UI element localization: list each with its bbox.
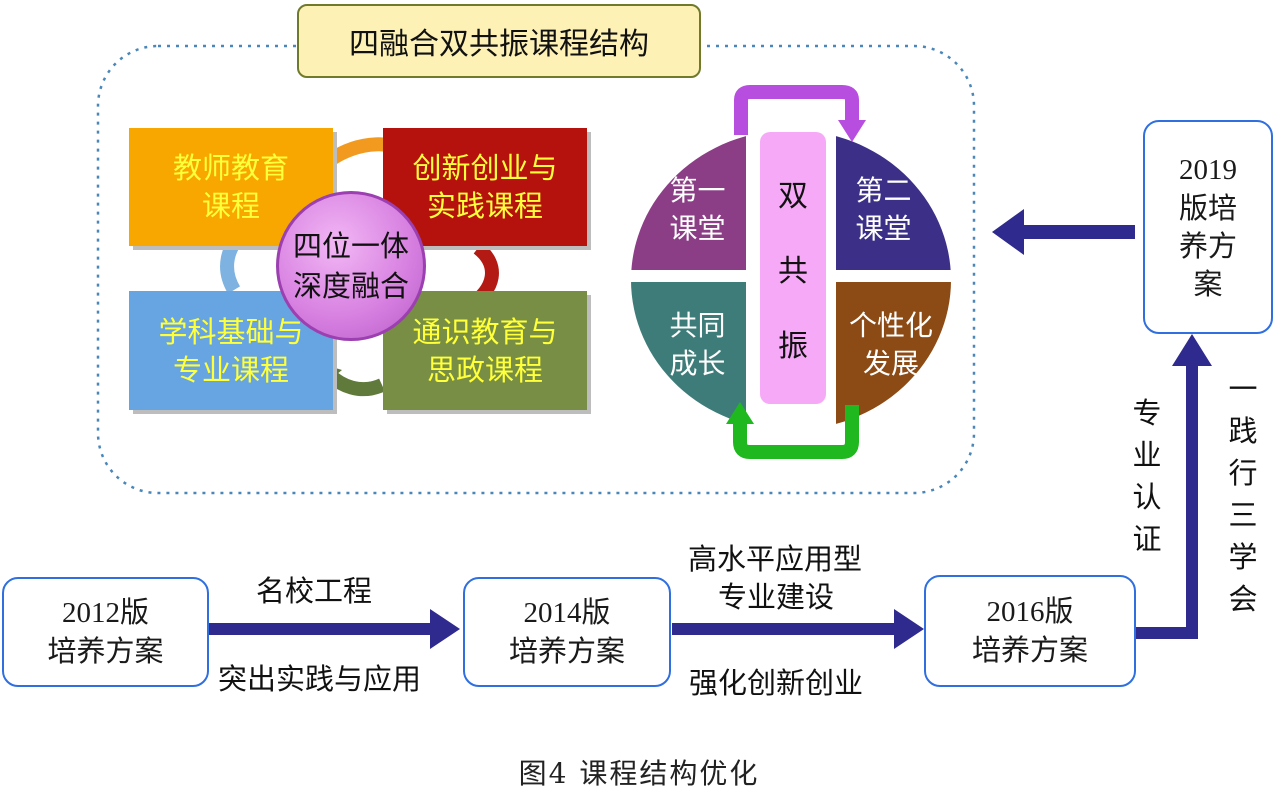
- label-famous-school: 名校工程: [256, 574, 373, 608]
- plan-2016-name: 培养方案: [971, 633, 1088, 667]
- integration-line2: 深度融合: [292, 269, 409, 303]
- resonance-char-2: 共: [778, 253, 808, 289]
- general-education-block: 通识教育与思政课程: [383, 291, 587, 410]
- label-innovation: 强化创新创业: [689, 666, 864, 700]
- plan-2019-node: 2019 版培养方案: [1143, 120, 1273, 334]
- plan-2019-name: 版培养方案: [1178, 191, 1237, 301]
- label-high-level-line2: 专业建设: [718, 580, 835, 614]
- second-classroom-label: 第二 课堂: [836, 170, 931, 250]
- co-growth-label: 共同 成长: [650, 305, 745, 385]
- structure-title: 四融合双共振课程结构: [297, 4, 701, 78]
- personalized-label: 个性化 发展: [836, 305, 946, 385]
- co-growth-line1: 共同: [669, 309, 726, 342]
- general-education-label: 通识教育与思政课程: [412, 314, 558, 387]
- teacher-education-block: 教师教育课程: [129, 128, 333, 246]
- plan-2012-name: 培养方案: [47, 634, 164, 668]
- innovation-block: 创新创业与实践课程: [383, 128, 587, 246]
- resonance-bar: 双 共 振: [760, 132, 826, 404]
- discipline-block: 学科基础与专业课程: [129, 291, 333, 410]
- plan-2014-node: 2014版 培养方案: [463, 577, 671, 687]
- first-classroom-label: 第一 课堂: [650, 170, 745, 250]
- plan-2016-year: 2016版: [986, 596, 1074, 628]
- second-classroom-line1: 第二: [855, 174, 912, 207]
- label-high-level-line1: 高水平应用型: [688, 542, 863, 576]
- first-classroom-line1: 第一: [669, 174, 726, 207]
- label-accreditation: 专业认证: [1132, 396, 1162, 556]
- teacher-education-label: 教师教育课程: [172, 151, 289, 223]
- plan-2016-node: 2016版 培养方案: [924, 575, 1136, 687]
- integration-circle: 四位一体 深度融合: [276, 191, 426, 341]
- plan-2014-name: 培养方案: [508, 634, 625, 668]
- label-practice-application: 突出实践与应用: [218, 662, 422, 696]
- top-loop-arrow: [734, 85, 866, 142]
- plan-2014-year: 2014版: [523, 597, 611, 629]
- resonance-char-1: 双: [778, 179, 808, 215]
- discipline-label: 学科基础与专业课程: [158, 314, 304, 387]
- figure-caption: 图4 课程结构优化: [518, 757, 760, 790]
- plan-2012-node: 2012版 培养方案: [2, 577, 209, 687]
- resonance-char-3: 振: [778, 328, 808, 364]
- personalized-line2: 发展: [862, 347, 919, 380]
- bottom-loop-arrow: [726, 402, 859, 459]
- co-growth-line2: 成长: [669, 347, 726, 380]
- plan-2019-year: 2019: [1179, 154, 1237, 186]
- first-classroom-line2: 课堂: [669, 212, 726, 245]
- label-one-practice-three: 一践行三学会: [1228, 372, 1258, 616]
- flow-arrows: [208, 209, 1212, 649]
- plan-2012-year: 2012版: [61, 597, 149, 629]
- innovation-label: 创新创业与实践课程: [412, 151, 558, 223]
- integration-line1: 四位一体: [292, 229, 409, 263]
- second-classroom-line2: 课堂: [855, 212, 912, 245]
- personalized-line1: 个性化: [848, 309, 933, 342]
